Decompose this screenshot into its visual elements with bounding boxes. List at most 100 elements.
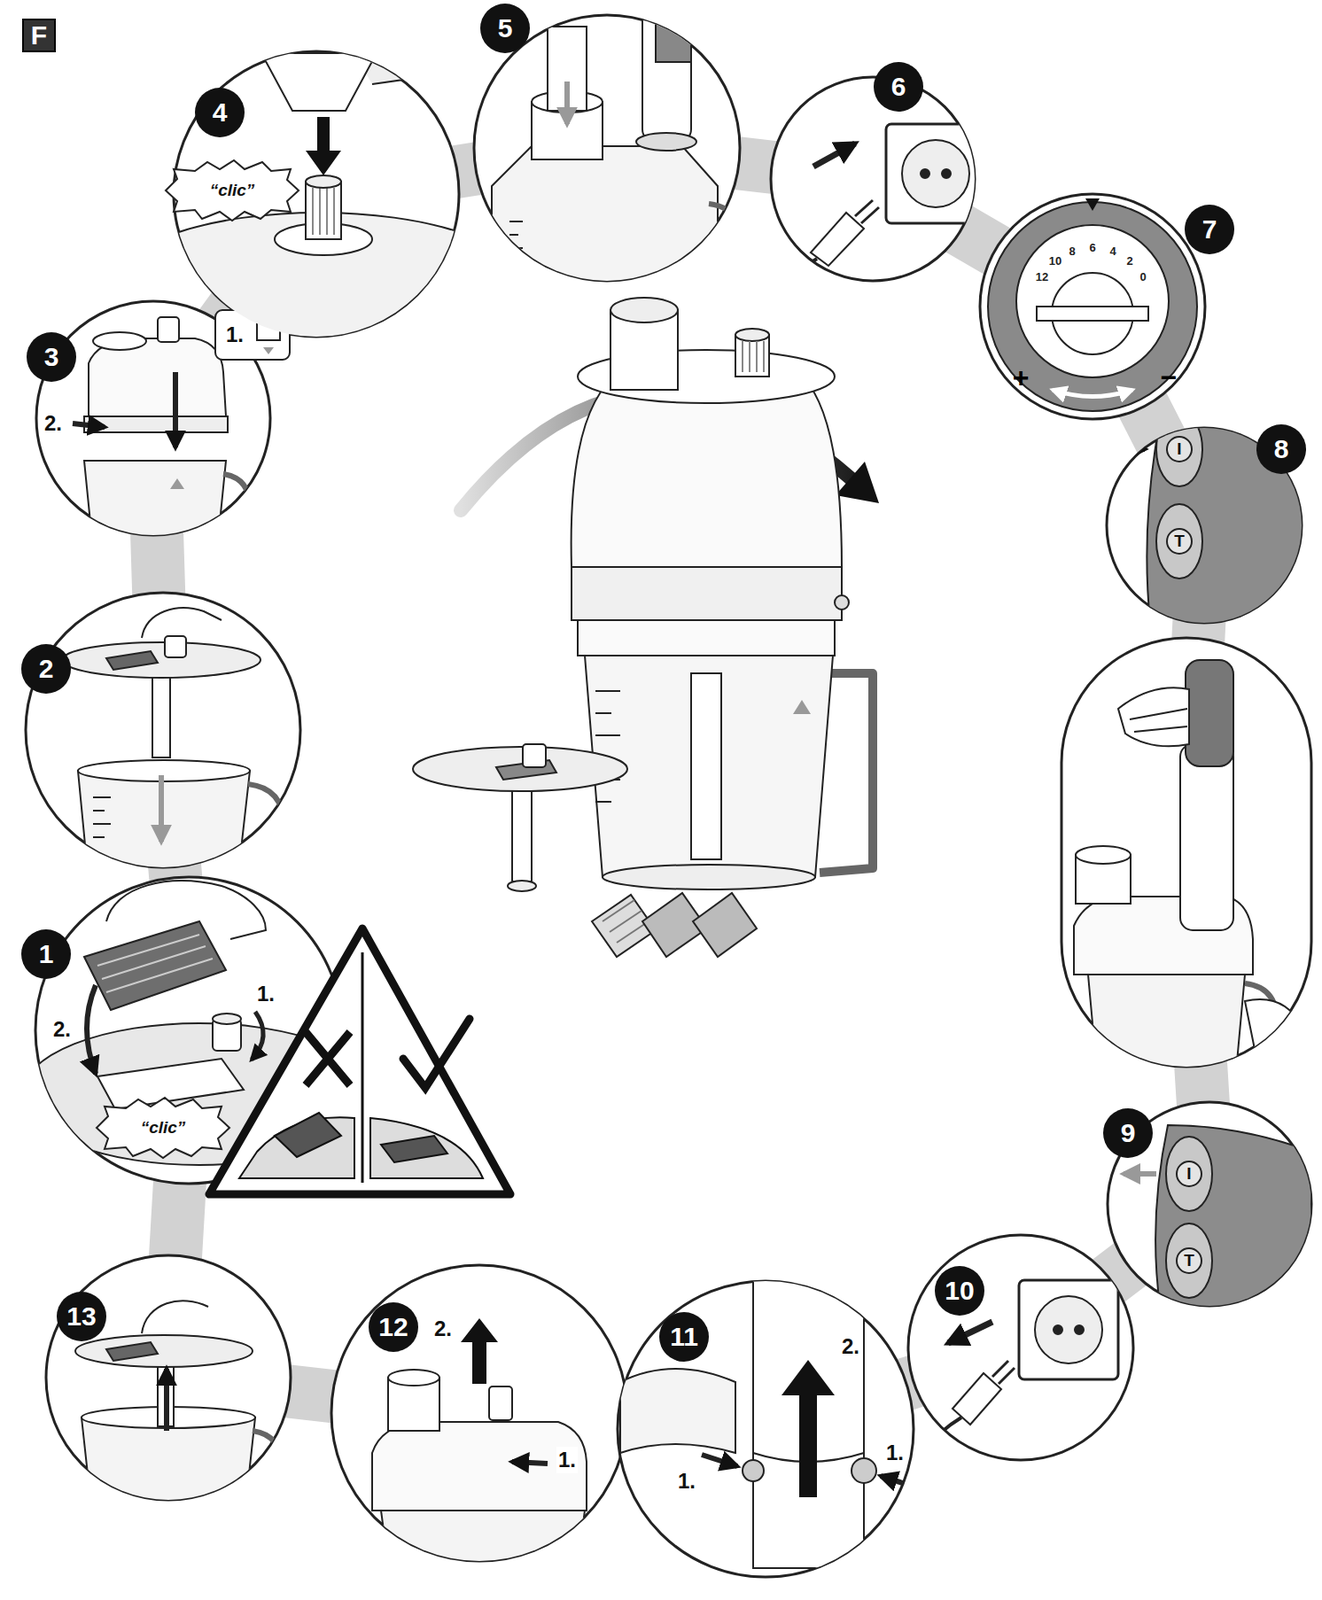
label-slot: 1. — [255, 980, 277, 1008]
pusher-drawing — [564, 81, 570, 125]
unplug-drawing — [948, 1322, 993, 1344]
insert-blade-drawing — [212, 1013, 242, 1025]
callout-number: 6 — [873, 62, 924, 112]
product-overview — [735, 328, 770, 342]
disc-removal-drawing — [163, 1368, 170, 1431]
disc-insert-drawing — [93, 797, 111, 838]
speed-number: 10 — [1049, 254, 1062, 268]
lid-fitting-drawing — [223, 474, 250, 514]
switch-on-drawing — [1112, 446, 1145, 452]
warning-triangle — [370, 1118, 483, 1179]
insert-blade-drawing — [251, 1011, 264, 1060]
product-overview — [412, 746, 628, 792]
label-slot: 6 — [873, 62, 924, 112]
pusher-drawing — [708, 203, 743, 249]
switch-on-drawing — [1112, 412, 1312, 638]
product-overview — [507, 880, 537, 892]
label-slot: 1. — [676, 1468, 698, 1495]
pusher-drawing — [642, 8, 692, 142]
product-overview — [571, 567, 842, 621]
disc-insert-drawing — [141, 607, 222, 638]
lid-fitting-drawing — [157, 317, 179, 343]
disc-removal-drawing — [81, 1417, 256, 1516]
step-number: 2. — [51, 1016, 73, 1043]
speed-dial-drawing — [1016, 225, 1169, 378]
lid-fitting-drawing — [170, 478, 185, 490]
callout-number: 9 — [1103, 1108, 1153, 1159]
step-number: 1. — [224, 321, 246, 349]
unplug-drawing — [1034, 1296, 1103, 1364]
pusher-drawing — [636, 132, 697, 151]
label-slot: 2. — [839, 1333, 862, 1361]
speed-number: 4 — [1109, 244, 1116, 258]
callout-number: 5 — [480, 3, 530, 54]
processing-drawing — [1180, 744, 1234, 931]
plug-in-drawing — [941, 169, 951, 179]
speed-sign: − — [1160, 361, 1178, 395]
speed-dial-drawing — [1036, 306, 1149, 321]
button-symbol: T — [1166, 528, 1193, 555]
switch-off-drawing — [1155, 1125, 1312, 1312]
lid-fitting-drawing — [84, 416, 228, 433]
label-slot: 8 — [1256, 424, 1307, 475]
pusher-drawing — [491, 8, 743, 293]
blender-release-drawing — [781, 1360, 835, 1498]
blender-release-drawing — [701, 1454, 738, 1467]
label-slot: 3 — [26, 332, 77, 382]
disc-insert-drawing — [158, 775, 164, 842]
label-slot: 12 — [368, 1302, 419, 1353]
disc-insert-drawing — [62, 642, 261, 678]
unplug-drawing — [1018, 1280, 1119, 1380]
label-slot: 11 — [659, 1312, 709, 1362]
plug-in-drawing — [855, 200, 879, 224]
plug-in-drawing — [920, 169, 930, 179]
disc-insert-drawing — [248, 784, 284, 864]
switch-off-drawing — [1166, 1136, 1213, 1212]
label-slot: 4 — [1109, 242, 1116, 259]
label-slot: I — [1166, 435, 1193, 463]
disc-removal-drawing — [106, 1342, 158, 1361]
click-bubble — [96, 160, 299, 1159]
disc-insert-drawing — [164, 636, 187, 658]
click-bubble — [96, 1097, 230, 1159]
processing-drawing — [1185, 660, 1234, 767]
lid-removal-drawing — [381, 1510, 585, 1578]
pusher-drawing — [655, 8, 692, 63]
lid-removal-drawing — [512, 1461, 548, 1464]
label-slot: 2. — [42, 410, 64, 437]
step-frame — [770, 77, 975, 281]
step-frame — [908, 1235, 1134, 1461]
label-slot: 10 — [934, 1266, 985, 1316]
product-overview — [793, 699, 811, 715]
lid-removal-drawing — [460, 1318, 498, 1385]
label-slot: 5 — [480, 3, 530, 54]
pusher-drawing — [509, 221, 523, 249]
lid-removal-drawing — [388, 1369, 440, 1386]
latch-inset — [263, 347, 274, 355]
click-sound: “clic” — [209, 180, 256, 201]
disc-insert-drawing — [152, 668, 171, 758]
switch-on-drawing — [1156, 504, 1203, 579]
product-overview — [595, 691, 621, 802]
unplug-drawing — [1074, 1325, 1084, 1335]
label-slot: 7 — [1184, 204, 1235, 255]
drive-coupling-drawing — [305, 116, 342, 176]
lid-removal-drawing — [372, 1422, 587, 1511]
insert-blade-drawing — [84, 921, 226, 1011]
product-overview — [577, 620, 835, 656]
product-overview — [610, 297, 678, 323]
unplug-drawing — [921, 1417, 962, 1454]
blender-release-drawing — [620, 1275, 909, 1569]
warning-triangle — [274, 1112, 342, 1158]
speed-dial-drawing — [1085, 198, 1100, 211]
speed-dial-drawing — [987, 198, 1198, 412]
label-slot: + — [1012, 361, 1030, 395]
processing-drawing — [1129, 708, 1188, 732]
warning-triangle — [381, 1135, 448, 1163]
lid-removal-drawing — [372, 1318, 610, 1578]
disc-removal-drawing — [75, 1335, 253, 1368]
drive-coupling-drawing — [261, 53, 377, 111]
label-slot: “clic” — [209, 180, 256, 201]
click-bubble — [165, 160, 299, 221]
warning-triangle — [305, 1032, 350, 1086]
